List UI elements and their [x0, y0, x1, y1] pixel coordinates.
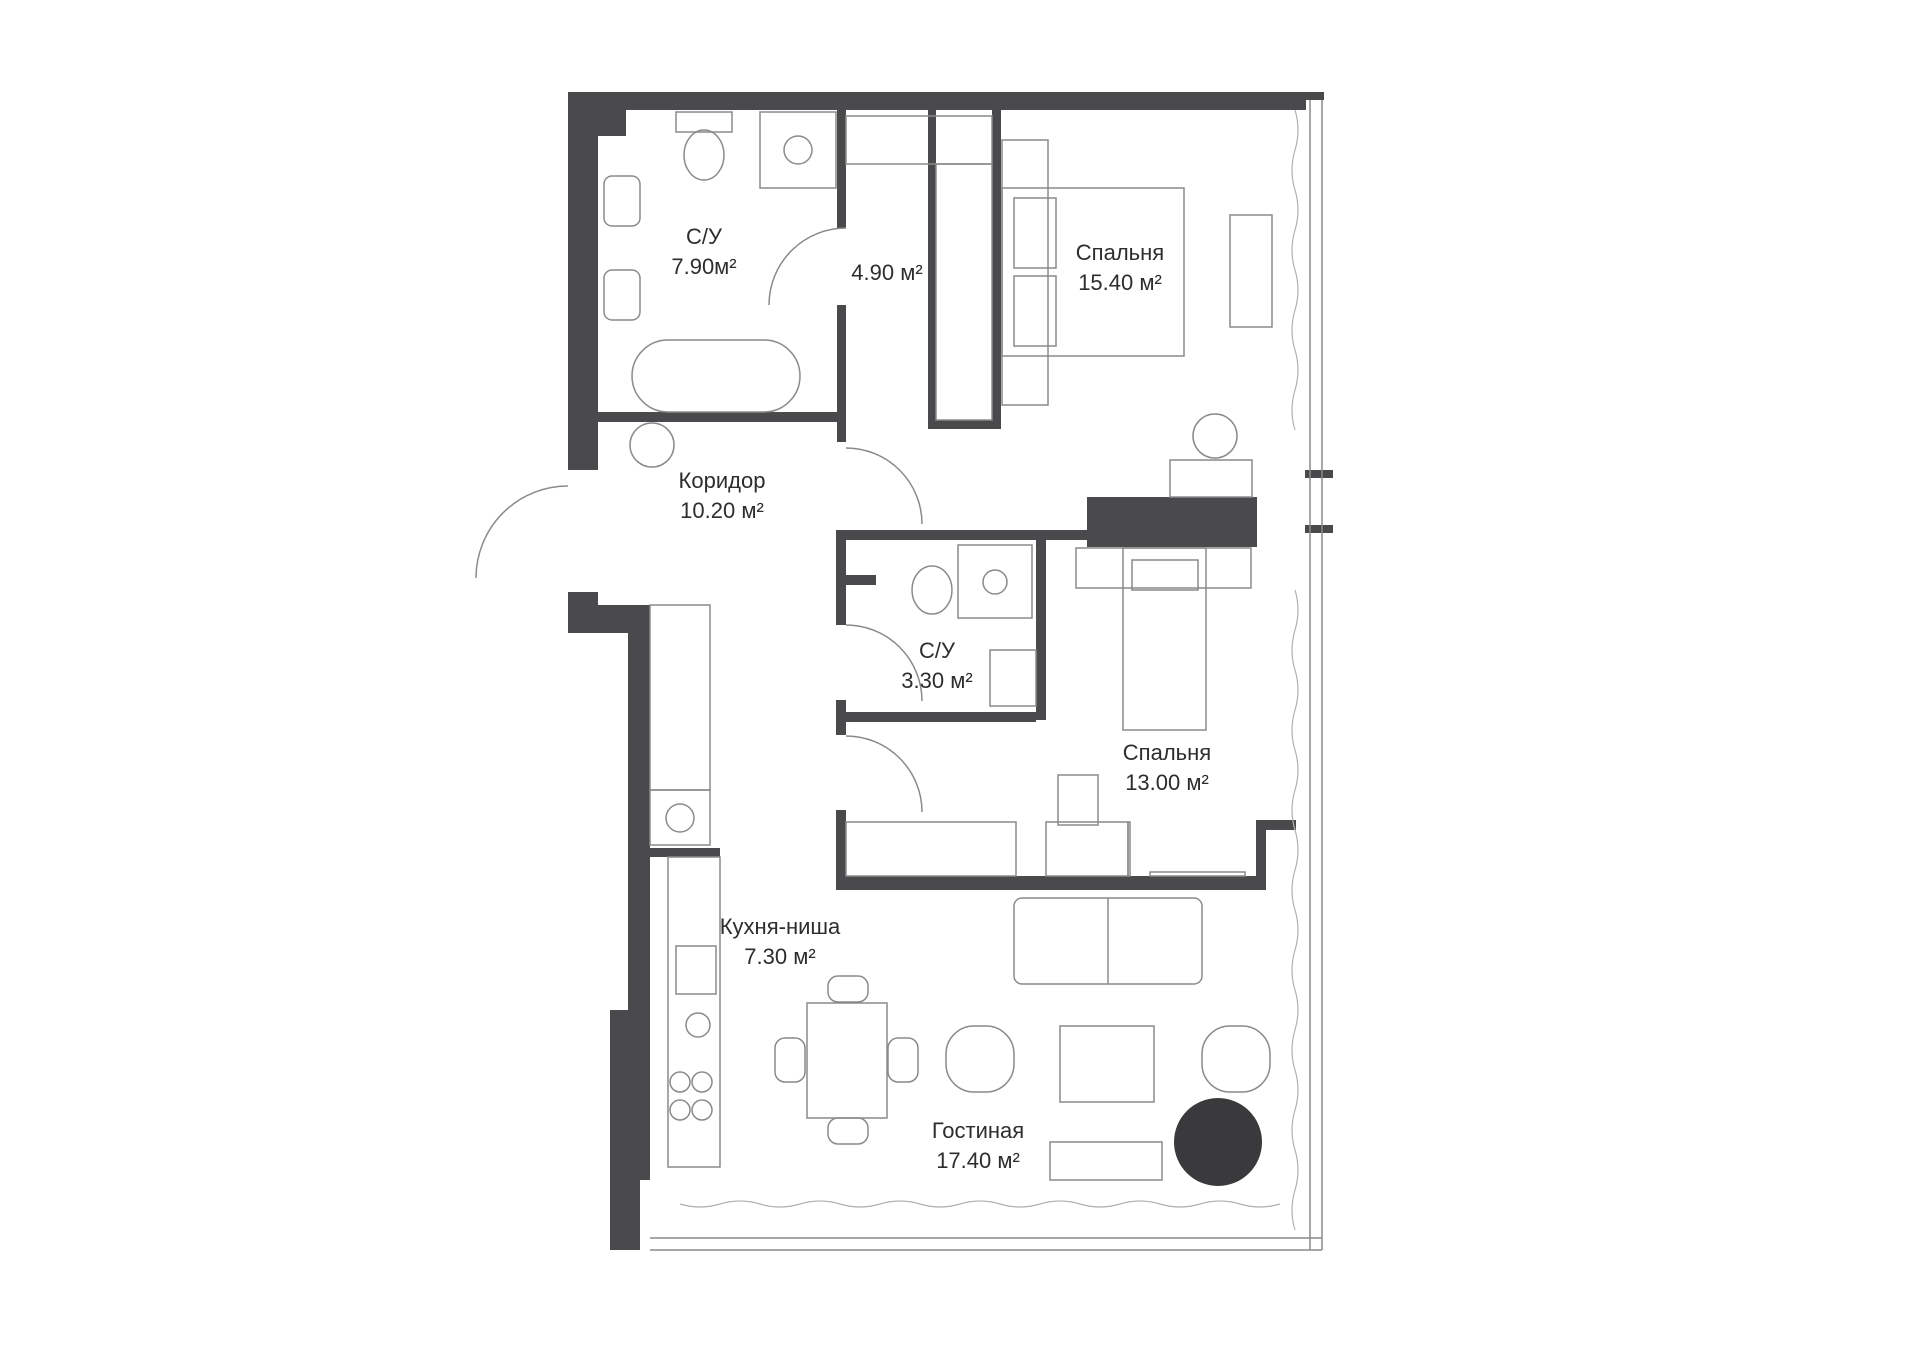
thin-lines	[475, 100, 1323, 1251]
room-label-wardrobe: 4.90 м²	[851, 258, 922, 288]
room-label-corridor: Коридор 10.20 м²	[679, 466, 766, 526]
room-name: Кухня-ниша	[719, 914, 841, 939]
room-label-bath-small: С/У 3.30 м²	[901, 636, 972, 696]
room-name: Спальня	[1075, 240, 1165, 265]
room-area: 7.90м²	[671, 254, 737, 279]
room-area: 17.40 м²	[936, 1148, 1020, 1173]
room-name: Коридор	[678, 468, 766, 493]
room-area: 3.30 м²	[901, 668, 973, 693]
room-name: Гостиная	[931, 1118, 1025, 1143]
curtains	[679, 109, 1299, 1231]
room-area: 4.90 м²	[851, 260, 923, 285]
room-label-living: Гостиная 17.40 м²	[932, 1116, 1024, 1176]
room-label-bedroom-2: Спальня 13.00 м²	[1123, 738, 1211, 798]
room-label-kitchen: Кухня-ниша 7.30 м²	[720, 912, 841, 972]
room-name: С/У	[686, 224, 722, 249]
walls	[568, 92, 1333, 1250]
room-label-bath-large: С/У 7.90м²	[671, 222, 736, 282]
room-area: 10.20 м²	[680, 498, 764, 523]
room-name: Спальня	[1122, 740, 1212, 765]
room-area: 7.30 м²	[744, 944, 816, 969]
room-name: С/У	[919, 638, 955, 663]
room-label-bedroom-1: Спальня 15.40 м²	[1076, 238, 1164, 298]
plant-circle	[1174, 1098, 1262, 1186]
room-area: 13.00 м²	[1125, 770, 1209, 795]
room-area: 15.40 м²	[1078, 270, 1162, 295]
